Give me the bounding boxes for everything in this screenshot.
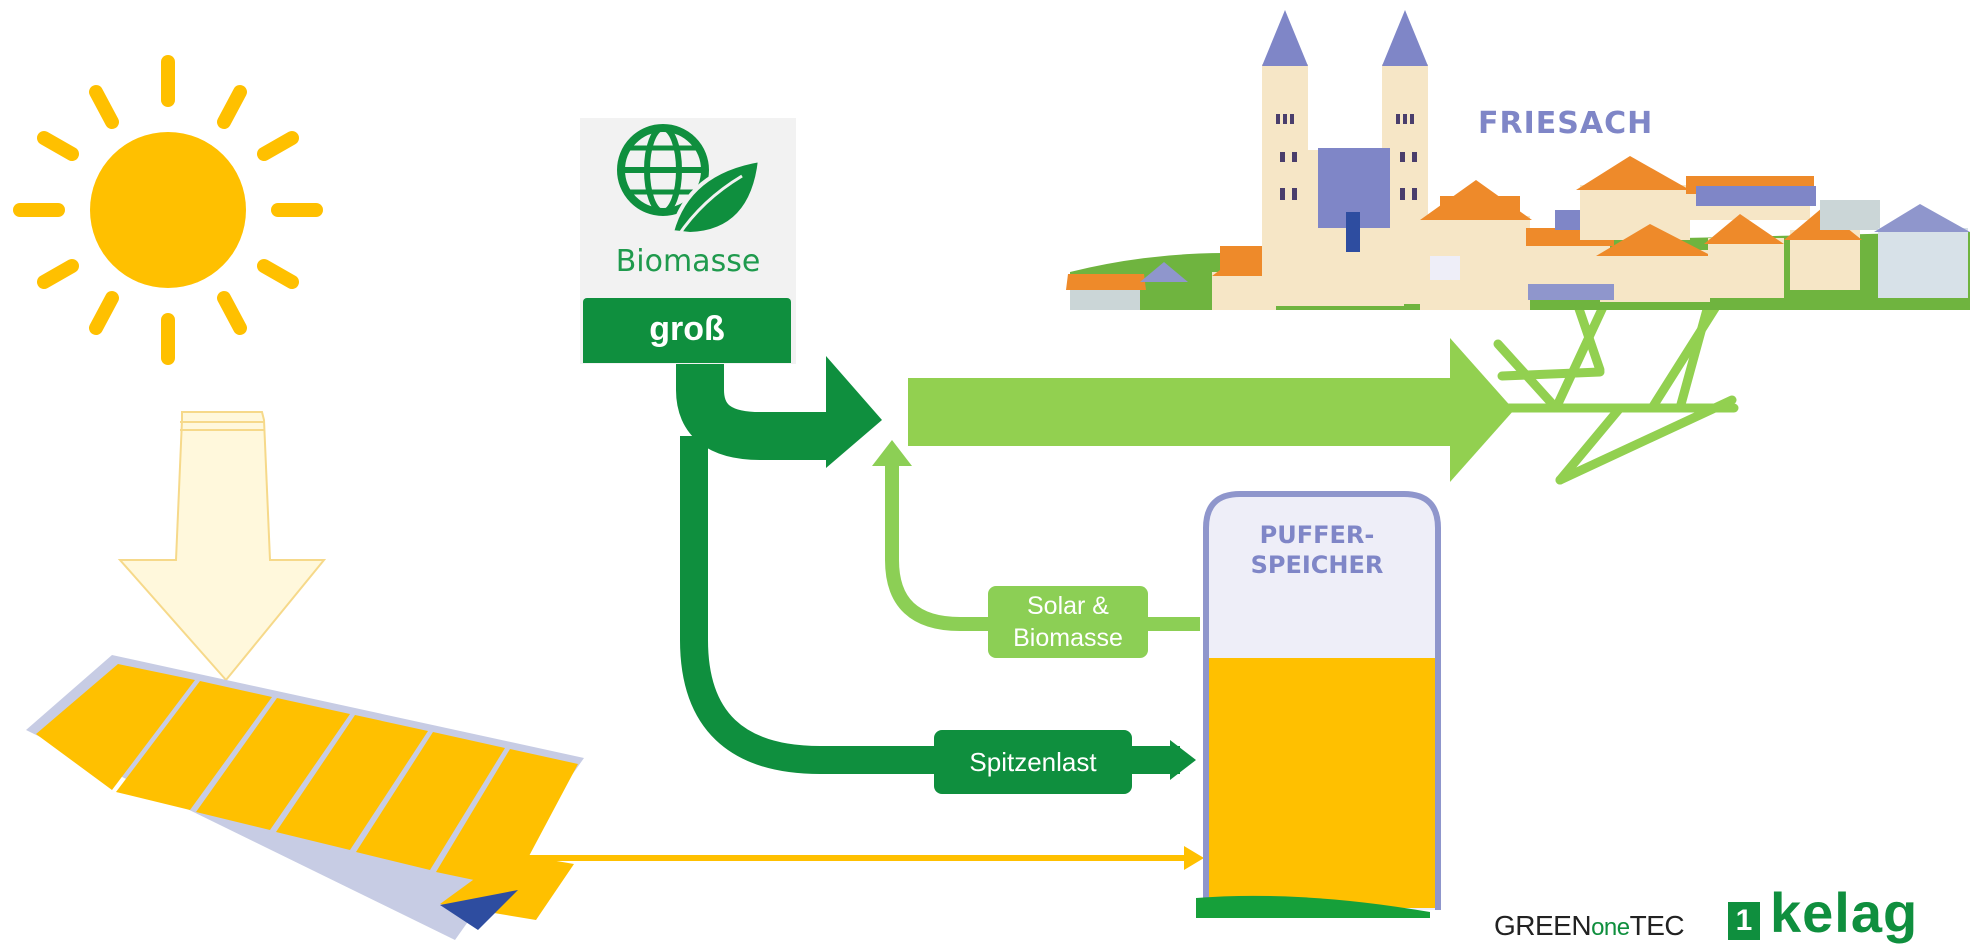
solar-biomass-return [872, 440, 1200, 631]
biomass-size-badge: groß [583, 298, 791, 363]
sun-icon [13, 55, 323, 365]
one-mark-logo: 1 [1728, 902, 1760, 940]
peak-load-flow-label: Spitzenlast [934, 730, 1132, 794]
solar-biomass-flow-label: Solar & Biomasse [988, 586, 1148, 658]
biomass-main-arrow [676, 356, 882, 468]
kelag-logo: kelag [1770, 881, 1919, 944]
solar-panel-icon [26, 655, 584, 940]
greenonetec-prefix: GREEN [1494, 910, 1592, 941]
buffer-tank-label: PUFFER- SPEICHER [1232, 520, 1402, 580]
town-name: FRIESACH [1478, 106, 1654, 141]
heat-network-branches [1493, 257, 1739, 485]
peak-load-pipe [680, 436, 1196, 780]
greenonetec-suffix: TEC [1629, 910, 1685, 941]
biomass-label: Biomasse [615, 244, 761, 279]
globe-leaf-icon [617, 124, 763, 237]
buffer-tank-label-line2: SPEICHER [1250, 551, 1384, 579]
buffer-tank-icon [1196, 491, 1441, 918]
town-illustration [1066, 10, 1970, 310]
solar-to-tank-arrow [510, 846, 1204, 870]
solar-biomass-line2: Biomasse [1013, 624, 1123, 652]
buffer-tank-label-line1: PUFFER- [1259, 521, 1375, 549]
greenonetec-logo: GREENoneTEC [1494, 910, 1685, 942]
main-heat-arrow [908, 338, 1514, 482]
greenonetec-middle: one [1591, 914, 1630, 941]
solar-biomass-line1: Solar & [1027, 592, 1109, 620]
radiation-arrow [117, 411, 327, 682]
